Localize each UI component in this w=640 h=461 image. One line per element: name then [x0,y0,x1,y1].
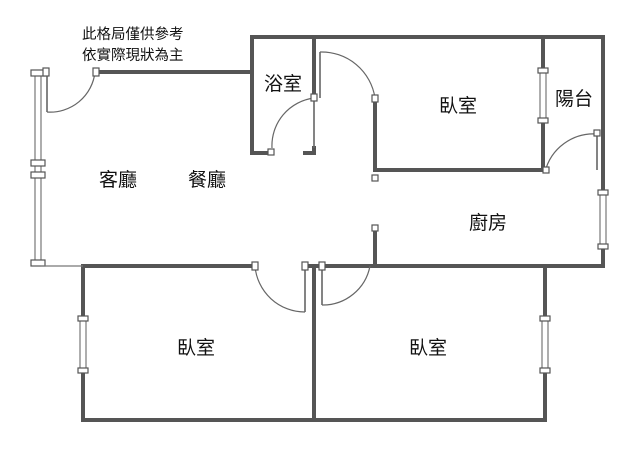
labels: 此格局僅供參考 依實際現狀為主 浴室 臥室 陽台 客廳 餐廳 廚房 臥室 臥室 [82,26,593,359]
room-label-bathroom: 浴室 [264,73,302,95]
door-balcony [542,129,601,174]
room-label-bedroom-bottom-right: 臥室 [409,337,447,359]
room-label-living-room: 客廳 [99,169,137,191]
room-label-bedroom-bottom-left: 臥室 [177,337,215,359]
door-bathroom [267,93,318,156]
window-living-left [30,69,83,267]
walls [81,35,605,422]
door-entrance [42,67,100,113]
door-bedroom-top [319,51,379,182]
note-line-2: 依實際現狀為主 [82,46,184,64]
door-bedroom-bl [251,261,309,313]
room-label-bedroom-top: 臥室 [439,95,477,117]
window-bedroom-bl [77,315,89,374]
window-bedroom-top [537,67,549,124]
door-bedroom-br [318,261,371,306]
room-label-balcony: 陽台 [555,88,593,110]
windows [30,67,609,374]
doors [42,51,601,313]
note-line-1: 此格局僅供參考 [82,26,184,43]
room-label-dining-room: 餐廳 [188,169,226,191]
room-label-kitchen: 廚房 [469,211,507,234]
window-kitchen-right [597,189,609,250]
window-bedroom-br [539,315,551,374]
kitchen-jamb [371,224,379,232]
